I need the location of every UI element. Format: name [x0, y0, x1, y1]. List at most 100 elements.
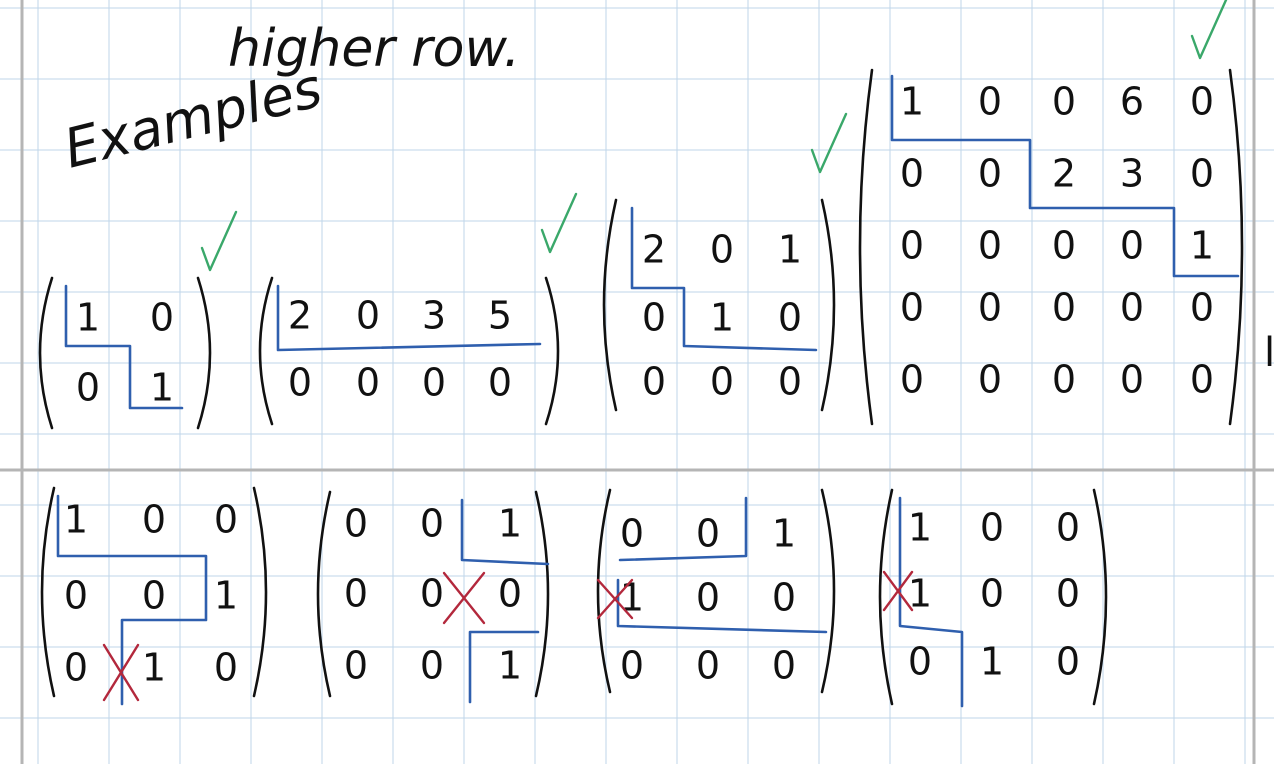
left-paren	[40, 486, 56, 698]
matrix-entry: 0	[980, 506, 1004, 550]
matrix-entry: 0	[1190, 358, 1214, 402]
left-paren	[858, 68, 874, 426]
matrix-entry: 0	[908, 640, 932, 684]
matrix-entry: 0	[1056, 572, 1080, 616]
pivot-staircase	[64, 284, 184, 410]
matrix-entry: 1	[64, 498, 88, 542]
matrix-entry: 0	[900, 224, 924, 268]
matrix-entry: 1	[980, 640, 1004, 684]
matrix-entry: 0	[710, 360, 734, 404]
matrix-entry: 1	[772, 512, 796, 556]
matrix-entry: 3	[422, 294, 446, 338]
matrix-entry: 0	[1120, 286, 1144, 330]
matrix-entry: 0	[642, 296, 666, 340]
matrix-entry: 0	[1052, 224, 1076, 268]
matrix-entry: 0	[778, 296, 802, 340]
matrix-entry: 1	[778, 228, 802, 272]
matrix-entry: 1	[908, 506, 932, 550]
matrix-entry: 6	[1120, 80, 1144, 124]
right-paren	[820, 488, 836, 694]
matrix-entry: 0	[900, 152, 924, 196]
pivot-staircase	[276, 284, 542, 352]
matrix-entry: 0	[642, 360, 666, 404]
matrix-entry: 2	[1052, 152, 1076, 196]
cross-mark-icon	[882, 570, 914, 612]
matrix-entry: 1	[498, 644, 522, 688]
right-paren	[1092, 488, 1108, 706]
matrix-entry: 0	[420, 572, 444, 616]
matrix-entry: 2	[288, 294, 312, 338]
matrix-entry: 0	[620, 512, 644, 556]
matrix-entry: 0	[1056, 506, 1080, 550]
cross-mark-icon	[442, 571, 486, 625]
matrix-entry: 0	[214, 498, 238, 542]
left-paren	[316, 490, 332, 698]
matrix-entry: 0	[356, 294, 380, 338]
matrix-entry: 1	[76, 296, 100, 340]
matrix-entry: 0	[978, 286, 1002, 330]
matrix-entry: 0	[76, 366, 100, 410]
left-paren	[596, 488, 612, 694]
matrix-entry: 0	[420, 502, 444, 546]
matrix-entry: 1	[214, 574, 238, 618]
check-mark-icon	[810, 112, 848, 174]
check-mark-icon	[540, 192, 578, 254]
margin-fragment: l	[1264, 330, 1274, 376]
pivot-staircase	[890, 74, 1240, 278]
matrix-entry: 0	[772, 576, 796, 620]
matrix-entry: 1	[900, 80, 924, 124]
matrix-entry: 0	[64, 646, 88, 690]
pivot-staircase	[460, 498, 550, 704]
matrix-entry: 0	[1190, 80, 1214, 124]
matrix-entry: 0	[696, 512, 720, 556]
right-paren	[252, 486, 268, 698]
check-mark-icon	[1190, 0, 1228, 60]
matrix-entry: 0	[420, 644, 444, 688]
right-paren	[196, 276, 212, 430]
matrix-entry: 0	[978, 80, 1002, 124]
matrix-entry: 0	[422, 361, 446, 405]
matrix-entry: 0	[344, 502, 368, 546]
matrix-entry: 1	[1190, 224, 1214, 268]
matrix-entry: 0	[900, 286, 924, 330]
matrix-entry: 5	[488, 294, 512, 338]
right-paren	[1228, 68, 1244, 426]
matrix-entry: 0	[150, 296, 174, 340]
matrix-entry: 0	[696, 576, 720, 620]
left-paren	[878, 488, 894, 706]
matrix-entry: 0	[1190, 152, 1214, 196]
right-paren	[534, 490, 550, 698]
left-paren	[38, 276, 54, 430]
matrix-entry: 0	[772, 644, 796, 688]
matrix-entry: 0	[214, 646, 238, 690]
cross-mark-icon	[102, 643, 140, 702]
matrix-entry: 3	[1120, 152, 1144, 196]
check-mark-icon	[200, 210, 238, 272]
matrix-entry: 0	[620, 644, 644, 688]
matrix-entry: 0	[344, 572, 368, 616]
cross-mark-icon	[596, 578, 634, 620]
matrix-entry: 0	[1120, 224, 1144, 268]
left-paren	[602, 198, 618, 412]
matrix-entry: 2	[642, 228, 666, 272]
left-paren	[258, 276, 274, 426]
right-paren	[820, 198, 836, 412]
matrix-entry: 1	[142, 646, 166, 690]
matrix-entry: 0	[1056, 640, 1080, 684]
right-paren	[544, 276, 560, 426]
matrix-entry: 1	[498, 502, 522, 546]
pivot-staircase	[898, 496, 964, 708]
matrix-entry: 0	[1052, 358, 1076, 402]
matrix-entry: 1	[710, 296, 734, 340]
pivot-staircase	[630, 206, 818, 352]
top-line-text: higher row.	[228, 19, 520, 79]
matrix-entry: 1	[620, 576, 644, 620]
matrix-entry: 0	[1052, 80, 1076, 124]
